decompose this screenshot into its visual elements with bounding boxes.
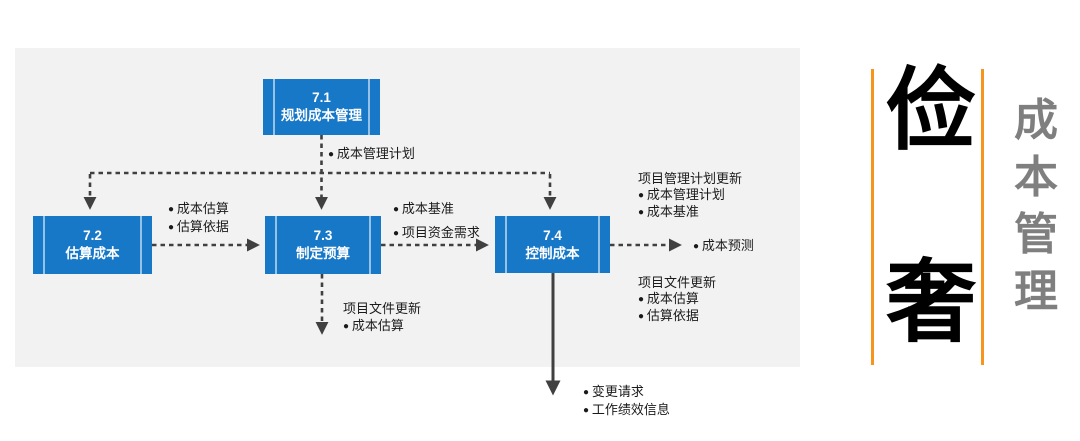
label-cost-forecast: 成本预测: [693, 238, 754, 255]
process-box-7-2: 7.2 估算成本: [33, 216, 152, 274]
process-number: 7.4: [543, 227, 562, 243]
label-control-plan-updates: 项目管理计划更新 成本管理计划 成本基准: [638, 171, 742, 220]
process-box-7-3: 7.3 制定预算: [265, 216, 381, 274]
process-name: 估算成本: [65, 246, 120, 261]
output-group-title: 项目管理计划更新: [638, 171, 743, 186]
output-item: 成本管理计划: [328, 146, 415, 163]
output-item: 成本估算: [168, 200, 229, 218]
banner-char-bottom: 奢: [886, 253, 976, 353]
label-control-doc-updates: 项目文件更新 成本估算 估算依据: [638, 275, 716, 324]
output-item: 成本预测: [693, 238, 754, 255]
label-budget-outputs-down: 项目文件更新 成本估算: [343, 301, 421, 335]
label-estimate-outputs: 成本估算 估算依据: [168, 200, 229, 236]
output-item: 成本估算: [638, 291, 716, 308]
output-item: 估算依据: [168, 218, 229, 236]
output-item: 工作绩效信息: [583, 401, 670, 419]
label-budget-outputs-right: 成本基准 项目资金需求: [393, 197, 480, 245]
process-number: 7.3: [313, 228, 333, 244]
output-item: 成本管理计划: [638, 187, 742, 204]
process-name: 控制成本: [525, 245, 580, 261]
label-control-outputs-down: 变更请求 工作绩效信息: [583, 383, 670, 419]
process-box-7-1: 7.1 规划成本管理: [263, 79, 380, 135]
label-plan-output: 成本管理计划: [328, 146, 415, 163]
process-number: 7.2: [83, 228, 102, 244]
output-item: 估算依据: [638, 308, 716, 325]
output-group-title: 项目文件更新: [343, 301, 422, 316]
banner-right-rule: [981, 69, 984, 365]
output-item: 成本估算: [343, 317, 421, 335]
output-item: 变更请求: [583, 383, 670, 401]
output-item: 项目资金需求: [393, 221, 480, 245]
banner-char-top: 俭: [886, 61, 976, 161]
process-box-7-4: 7.4 控制成本: [495, 216, 610, 273]
process-name: 规划成本管理: [281, 108, 362, 123]
process-number: 7.1: [312, 90, 331, 106]
output-group-title: 项目文件更新: [638, 275, 717, 290]
vertical-title-cost-management: 成本管理: [1014, 96, 1058, 316]
process-name: 制定预算: [296, 246, 350, 261]
banner-left-rule: [871, 69, 874, 365]
output-item: 成本基准: [638, 204, 742, 221]
output-item: 成本基准: [393, 197, 480, 221]
